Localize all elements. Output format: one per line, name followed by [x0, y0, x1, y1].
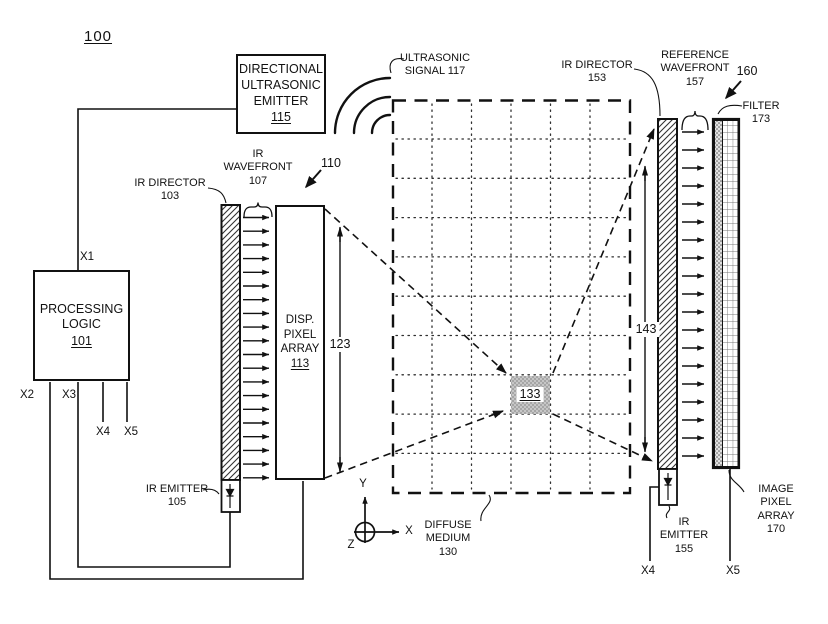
pointer-filter-173: [717, 104, 743, 115]
generated-lines-layer: [243, 103, 705, 490]
port-x1-label: X1: [79, 251, 95, 263]
ray-to-voxel-bottom: [324, 410, 504, 479]
ir-emitter-105-label: IR EMITTER 105: [145, 483, 209, 509]
wires: [49, 108, 731, 580]
ray-voxel-to-director-top: [552, 128, 655, 374]
pointer-ir-emitter-155: [665, 505, 671, 519]
ir-director-153-label: IR DIRECTOR 153: [561, 59, 633, 85]
port-x2-label: X2: [19, 389, 35, 401]
wire-x4-right: [649, 486, 659, 561]
dimension-123-label: 123: [326, 337, 354, 353]
image-pixel-array-label: IMAGE PIXEL ARRAY 170: [757, 483, 795, 536]
axis-z-label: Z: [347, 539, 355, 551]
ray-to-voxel-top: [324, 208, 507, 374]
ultrasonic-emitter-ref: 115: [271, 110, 291, 125]
axis-y-label: Y: [359, 478, 367, 490]
ir-director-103-bar: [220, 204, 241, 481]
wire-x3: [77, 382, 231, 568]
pointer-ir-emitter-105: [202, 488, 220, 495]
reference-wavefront-brace: [681, 110, 709, 131]
label-pointers: [202, 58, 745, 522]
display-pixel-array-box: DISP. PIXEL ARRAY 113: [275, 205, 325, 480]
dimension-143-label: 143: [632, 322, 660, 338]
processing-logic-ref: 101: [71, 333, 92, 348]
ir-emitter-155-diode-icon: [663, 473, 673, 500]
ir-director-153-bar: [657, 118, 678, 470]
filter-173-label: FILTER 173: [742, 100, 780, 126]
display-pixel-array-title: DISP. PIXEL ARRAY: [280, 314, 320, 355]
reference-wavefront-label: REFERENCE WAVEFRONT 157: [660, 49, 730, 88]
ir-emitter-105-diode-icon: [225, 484, 235, 508]
diffuse-medium-border: [391, 99, 632, 495]
ref-160-label: 160: [736, 64, 758, 78]
pointer-image-pixel-array: [728, 469, 745, 493]
diffuse-medium-label: DIFFUSE MEDIUM 130: [424, 519, 472, 558]
optical-rays: [324, 128, 655, 479]
arrow-110: [305, 169, 322, 189]
pointer-ir-director-103: [207, 187, 227, 204]
image-pixel-array-170-bar: [722, 120, 739, 467]
voxel-133-label: 133: [516, 387, 544, 403]
pointer-diffuse-medium: [480, 494, 491, 522]
pointer-ultrasonic-signal: [389, 58, 405, 74]
ultrasonic-wave-arcs-icon: [333, 76, 392, 135]
ultrasonic-emitter-box: DIRECTIONAL ULTRASONIC EMITTER 115: [236, 54, 326, 134]
ray-voxel-to-director-bottom: [552, 413, 653, 462]
filter-173-bar: [714, 120, 723, 467]
ref-110-label: 110: [321, 156, 341, 170]
axis-x-label: X: [405, 525, 413, 537]
processing-logic-title: PROCESSING LOGIC: [39, 301, 124, 332]
ultrasonic-signal-label: ULTRASONIC SIGNAL 117: [399, 52, 471, 78]
ir-wavefront-label: IR WAVEFRONT 107: [223, 148, 293, 187]
display-pixel-array-ref: 113: [290, 358, 310, 371]
ultrasonic-emitter-title: DIRECTIONAL ULTRASONIC EMITTER: [238, 62, 324, 108]
ir-wavefront-brace: [243, 202, 273, 218]
ir-director-103-label: IR DIRECTOR 103: [134, 177, 206, 203]
figure-number: 100: [83, 28, 113, 45]
wire-x2: [49, 382, 304, 580]
arrow-160: [725, 80, 742, 100]
pointer-ir-director-153: [633, 68, 661, 117]
port-x4-left-label: X4: [95, 426, 111, 438]
ir-emitter-155-label: IR EMITTER 155: [659, 516, 709, 555]
port-x4-right-label: X4: [640, 565, 656, 577]
port-x5-left-label: X5: [123, 426, 139, 438]
processing-logic-box: PROCESSING LOGIC 101: [33, 270, 130, 381]
axes-icon: [354, 496, 400, 543]
port-x5-right-label: X5: [725, 565, 741, 577]
port-x3-label: X3: [61, 389, 77, 401]
wire-x1: [77, 108, 236, 270]
